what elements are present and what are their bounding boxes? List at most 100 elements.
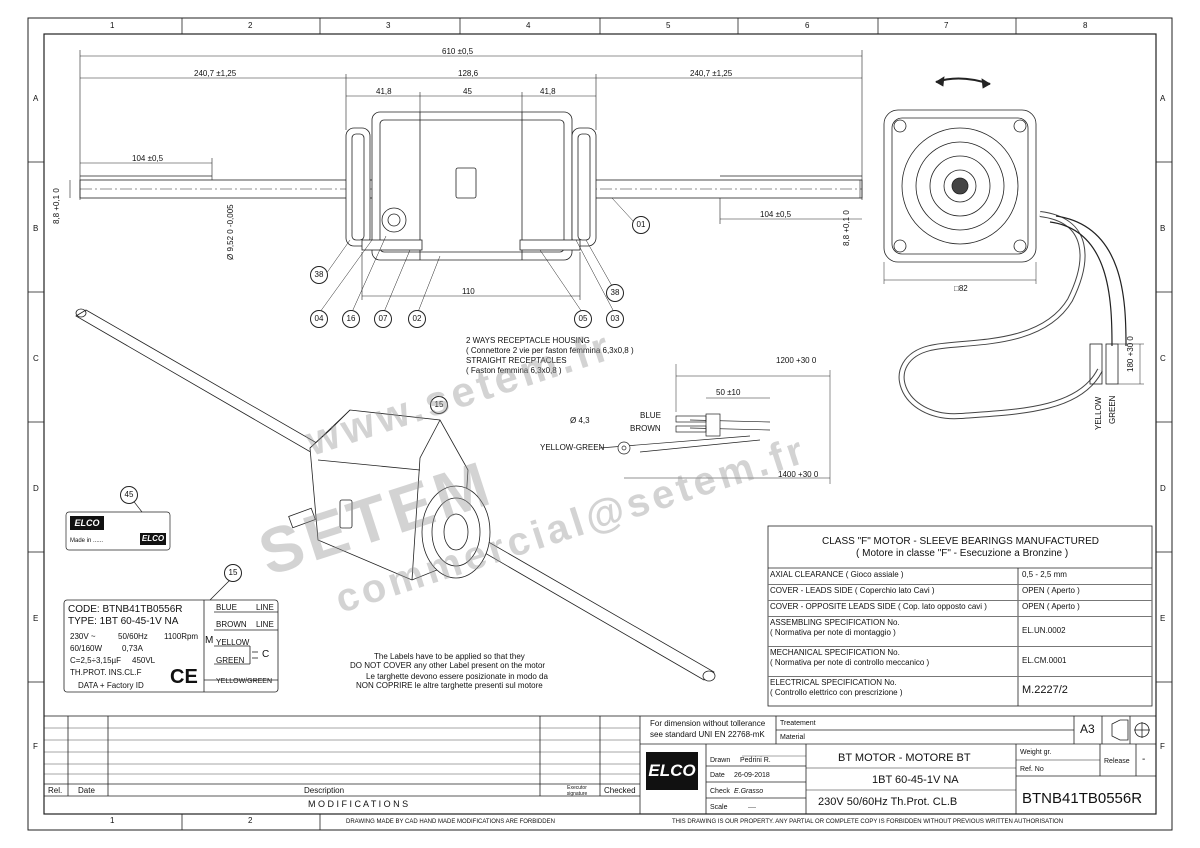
spec-key-sub: ( Normativa per note di controllo meccan… — [770, 658, 930, 667]
wire-green: GREEN — [1108, 395, 1117, 424]
receptacle-line2: ( Connettore 2 vie per faston femmina 6,… — [466, 346, 634, 355]
front-dimensions — [69, 50, 863, 300]
dim-right-flat: 104 ±0,5 — [760, 210, 792, 219]
nameplate-motor-m: M — [205, 635, 214, 646]
balloon-15-plate: 15 — [224, 564, 242, 582]
spec-row-mechanical: MECHANICAL SPECIFICATION No. ( Normativa… — [768, 646, 1152, 677]
nameplate-outline — [63, 577, 279, 693]
nameplate-current: 0,73A — [122, 644, 143, 653]
release-label: Release — [1104, 758, 1130, 765]
dim-left-flat: 104 ±0,5 — [132, 154, 164, 163]
mod-description-header: Description — [304, 786, 345, 795]
col-8-top: 8 — [1083, 21, 1088, 30]
drawing-title-3: 230V 50/60Hz Th.Prot. CL.B — [818, 796, 958, 808]
wire-brown: BROWN — [630, 424, 661, 433]
spec-key: AXIAL CLEARANCE ( Gioco assiale ) — [770, 570, 904, 579]
spec-row-electrical: ELECTRICAL SPECIFICATION No. ( Controllo… — [768, 676, 1152, 706]
balloon-16: 16 — [342, 310, 360, 328]
receptacle-line3: STRAIGHT RECEPTACLES — [466, 356, 567, 365]
row-c-right: C — [1160, 354, 1166, 363]
nameplate-freq: 50/60Hz — [118, 632, 148, 641]
nameplate-rpm: 1100Rpm — [164, 632, 199, 641]
col-2-bottom: 2 — [248, 816, 253, 825]
dim-lead-1400: 1400 +30 0 — [778, 470, 819, 479]
col-7-top: 7 — [944, 21, 949, 30]
label-note-1: The Labels have to be applied so that th… — [374, 652, 525, 661]
wire-blue: BLUE — [640, 411, 661, 420]
date-value: 26-09-2018 — [734, 772, 770, 779]
nameplate-type: TYPE: 1BT 60-45-1V NA — [68, 616, 179, 627]
check-label: Check — [710, 788, 730, 795]
dim-seg-right: 41,8 — [540, 87, 556, 96]
dim-body: 128,6 — [458, 69, 479, 78]
spec-key: ELECTRICAL SPECIFICATION No. — [770, 678, 897, 687]
nameplate-volt: 230V ~ — [70, 632, 96, 641]
modifications-title: M O D I F I C A T I O N S — [308, 799, 409, 809]
spec-row-assembling: ASSEMBLING SPECIFICATION No. ( Normativa… — [768, 616, 1152, 647]
lead-wires — [599, 364, 831, 484]
nameplate-wire-green: GREEN — [216, 656, 245, 665]
treatement-label: Treatement — [780, 720, 816, 727]
mod-date-header: Date — [78, 786, 95, 795]
mod-checked-header: Checked — [604, 786, 636, 795]
spec-title-1: CLASS "F" MOTOR - SLEEVE BEARINGS MANUFA… — [822, 536, 1099, 547]
spec-value: 0,5 - 2,5 mm — [1022, 570, 1067, 579]
nameplate-data: DATA + Factory ID — [78, 681, 144, 690]
check-value: E.Grasso — [734, 788, 764, 795]
mod-rel-header: Rel. — [48, 786, 63, 795]
dim-seg-mid: 45 — [463, 87, 472, 96]
receptacle-line1: 2 WAYS RECEPTACLE HOUSING — [466, 336, 590, 345]
nameplate-power: 60/160W — [70, 644, 103, 653]
dim-left-flat-depth: 8,8 +0,1 0 — [52, 188, 61, 224]
row-b-left: B — [33, 224, 39, 233]
mod-executor-header: Executor signature — [566, 785, 588, 797]
dim-right-flat-depth: 8,8 +0,1 0 — [842, 210, 851, 246]
nameplate-line-1: LINE — [256, 603, 274, 612]
footer-right-note: THIS DRAWING IS OUR PROPERTY. ANY PARTIA… — [672, 819, 1064, 825]
dim-lead-50: 50 ±10 — [716, 388, 741, 397]
wire-yellow: YELLOW — [1094, 396, 1103, 430]
balloon-05: 05 — [574, 310, 592, 328]
spec-value: OPEN ( Aperto ) — [1022, 602, 1080, 611]
nameplate-wire-blue: BLUE — [216, 603, 237, 612]
elco-logo: ELCO — [646, 752, 698, 790]
row-e-right: E — [1160, 614, 1166, 623]
row-f-left: F — [33, 742, 38, 751]
row-c-left: C — [33, 354, 39, 363]
tolerance-note-2: see standard UNI EN 22768-mK — [650, 730, 765, 739]
wire-yellow-green: YELLOW-GREEN — [540, 443, 605, 452]
release-value: - — [1142, 754, 1146, 765]
col-1-bottom: 1 — [110, 816, 115, 825]
dim-seg-left: 41,8 — [376, 87, 392, 96]
row-f-right: F — [1160, 742, 1165, 751]
row-e-left: E — [33, 614, 39, 623]
col-3-top: 3 — [386, 21, 391, 30]
label-note-2: DO NOT COVER any other Label present on … — [350, 661, 546, 670]
balloon-03: 03 — [606, 310, 624, 328]
balloon-07: 07 — [374, 310, 392, 328]
nameplate-wire-brown: BROWN — [216, 620, 247, 629]
ce-mark: CE — [170, 666, 198, 688]
side-view — [883, 76, 1144, 420]
spec-row-cover-leads: COVER - LEADS SIDE ( Coperchio lato Cavi… — [768, 584, 1152, 601]
small-label-logo: ELCO — [70, 516, 104, 530]
spec-key: COVER - LEADS SIDE ( Coperchio lato Cavi… — [770, 586, 935, 595]
nameplate-cap: C=2,5÷3,15µF — [70, 656, 122, 665]
spec-value: OPEN ( Aperto ) — [1022, 586, 1080, 595]
spec-row-cover-opposite: COVER - OPPOSITE LEADS SIDE ( Cop. lato … — [768, 600, 1152, 617]
spec-key: MECHANICAL SPECIFICATION No. — [770, 648, 900, 657]
col-1-top: 1 — [110, 21, 115, 30]
drawing-title-2: 1BT 60-45-1V NA — [872, 774, 959, 786]
dim-lead-180: 180 +30 0 — [1126, 336, 1135, 372]
isometric-view — [75, 308, 716, 682]
sheet-size: A3 — [1080, 722, 1095, 736]
drawing-code: BTNB41TB0556R — [1022, 790, 1143, 807]
spec-value: M.2227/2 — [1022, 684, 1068, 696]
col-2-top: 2 — [248, 21, 253, 30]
dim-overall: 610 ±0,5 — [442, 47, 474, 56]
dim-mount-span: 110 — [462, 287, 475, 296]
small-label-logo-2: ELCO — [140, 533, 166, 545]
grid-ticks — [28, 18, 1172, 830]
balloon-45: 45 — [120, 486, 138, 504]
